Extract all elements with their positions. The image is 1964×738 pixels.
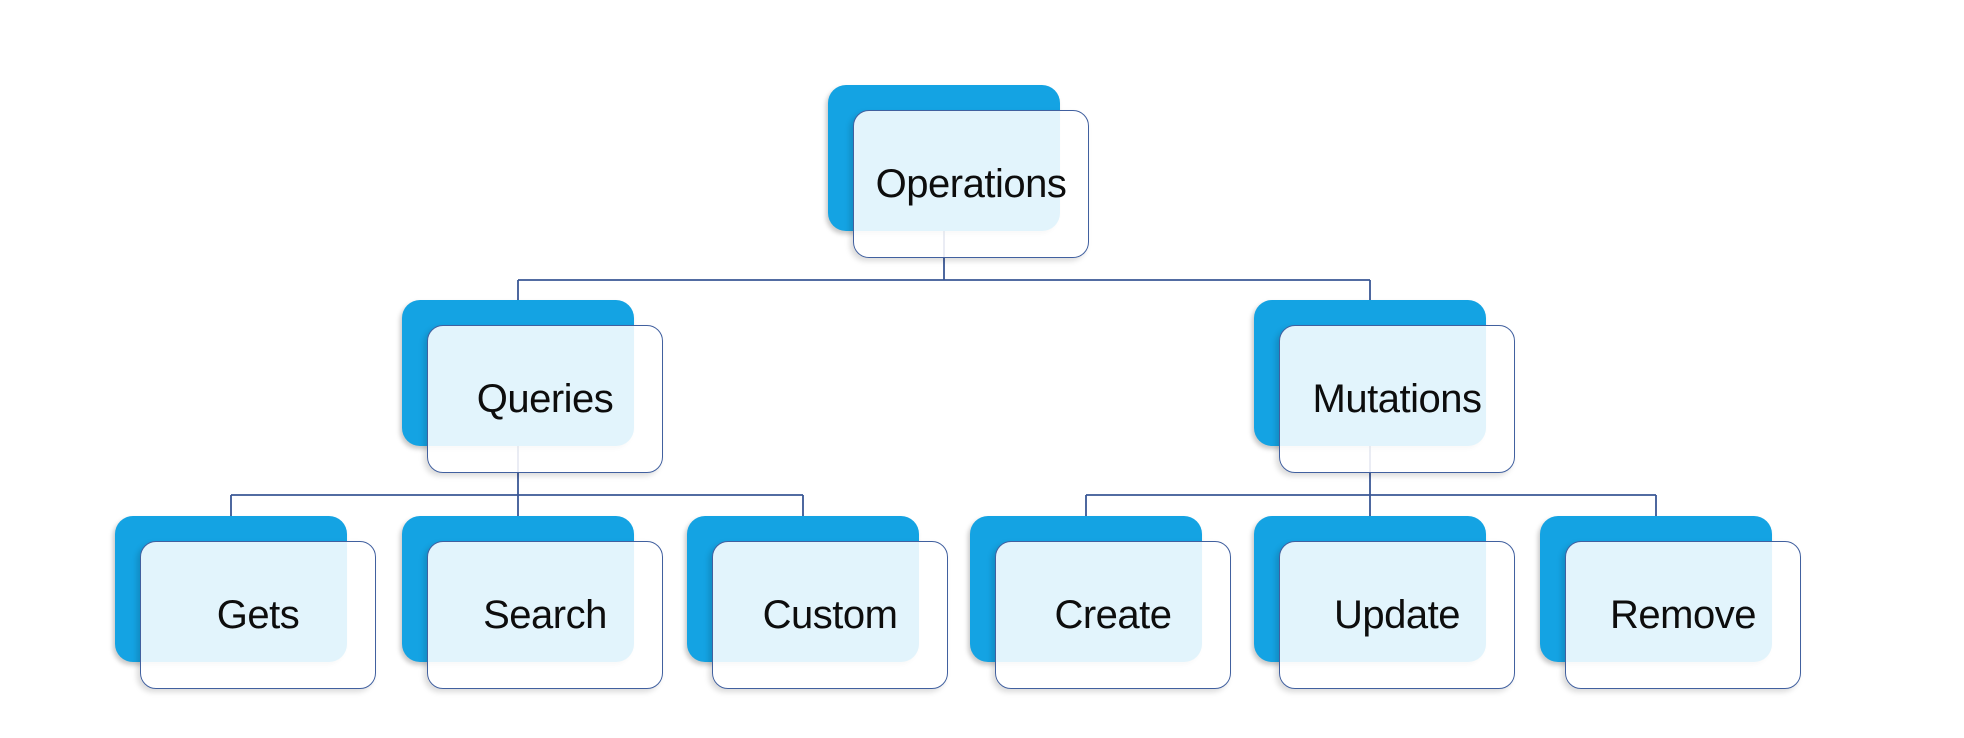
node-label: Update — [1334, 593, 1460, 637]
node-label: Create — [1054, 593, 1172, 637]
node-card: Mutations — [1279, 325, 1515, 473]
org-node-search: Search — [402, 516, 663, 689]
node-label: Operations — [875, 162, 1067, 206]
connector-mutations-children — [1085, 444, 1657, 520]
org-node-custom: Custom — [687, 516, 948, 689]
org-node-gets: Gets — [115, 516, 376, 689]
node-label: Mutations — [1312, 377, 1482, 421]
org-node-update: Update — [1254, 516, 1515, 689]
node-card: Custom — [712, 541, 948, 689]
node-label: Gets — [216, 593, 300, 637]
node-label: Search — [483, 593, 607, 637]
node-label: Queries — [476, 377, 614, 421]
node-card: Gets — [140, 541, 376, 689]
node-label: Custom — [762, 593, 898, 637]
org-node-create: Create — [970, 516, 1231, 689]
node-card: Update — [1279, 541, 1515, 689]
node-card: Queries — [427, 325, 663, 473]
connector-queries-children — [230, 444, 804, 520]
node-card: Create — [995, 541, 1231, 689]
org-node-mutations: Mutations — [1254, 300, 1515, 473]
org-node-remove: Remove — [1540, 516, 1801, 689]
node-card: Operations — [853, 110, 1089, 258]
org-node-queries: Queries — [402, 300, 663, 473]
node-card: Search — [427, 541, 663, 689]
org-node-operations: Operations — [828, 85, 1089, 258]
node-label: Remove — [1610, 593, 1756, 637]
node-card: Remove — [1565, 541, 1801, 689]
